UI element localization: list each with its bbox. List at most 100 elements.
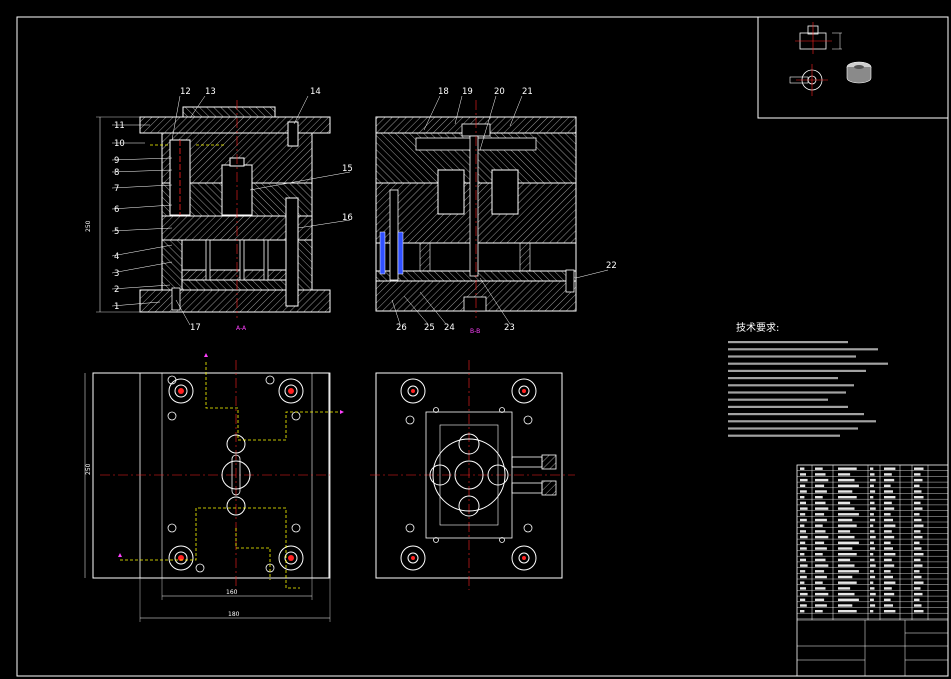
bom-cell-text	[815, 547, 827, 550]
part-label-19: 19	[462, 87, 473, 97]
bom-cell-text	[838, 570, 859, 573]
tech-req-line	[728, 369, 866, 372]
part-label-10: 10	[114, 139, 125, 149]
bom-cell-text	[800, 581, 805, 584]
bom-cell-text	[800, 564, 808, 567]
part-label-26: 26	[396, 323, 407, 333]
bom-cell-text	[800, 535, 808, 539]
bom-cell-text	[884, 575, 893, 579]
bom-cell-text	[838, 553, 857, 556]
part-label-24: 24	[444, 323, 455, 333]
bom-cell-text	[914, 535, 923, 539]
part-label-13: 13	[205, 87, 216, 97]
section-view-a-a	[96, 95, 351, 326]
bom-cell-text	[870, 467, 874, 470]
section-view-b-b	[375, 95, 609, 325]
section-label-a-a: A-A	[236, 325, 247, 332]
bom-cell-text	[914, 558, 921, 562]
bom-cell-text	[914, 581, 924, 584]
bom-cell-text	[800, 587, 806, 590]
bom-cell-text	[838, 575, 853, 579]
bom-cell-text	[815, 564, 829, 567]
tech-req-line	[728, 420, 876, 423]
bom-cell-text	[815, 501, 826, 505]
bom-cell-text	[800, 530, 806, 533]
bom-cell-text	[884, 535, 895, 539]
part-label-3: 3	[114, 269, 119, 279]
tech-req-line	[728, 391, 846, 394]
part-label-15: 15	[342, 164, 353, 174]
bom-cell-text	[884, 598, 891, 601]
bom-cell-text	[884, 570, 891, 573]
bom-cell-text	[815, 518, 827, 522]
bom-cell-text	[800, 490, 807, 493]
part-label-18: 18	[438, 87, 449, 97]
bom-cell-text	[870, 496, 874, 499]
bom-cell-text	[870, 581, 874, 584]
bom-cell-text	[870, 558, 875, 562]
bom-cell-text	[870, 535, 876, 539]
bom-cell-text	[815, 473, 826, 476]
bom-cell-text	[914, 507, 923, 510]
bom-cell-text	[800, 553, 805, 556]
bom-cell-text	[838, 524, 857, 527]
bom-cell-text	[800, 473, 806, 476]
bom-cell-text	[884, 604, 893, 607]
tech-req-line	[728, 398, 828, 401]
bom-cell-text	[870, 564, 876, 567]
part-label-21: 21	[522, 87, 533, 97]
section-label-b-b: B-B	[470, 328, 480, 335]
bom-cell-text	[870, 541, 874, 544]
bom-cell-text	[870, 530, 875, 533]
bom-cell-text	[914, 575, 922, 579]
part-label-16: 16	[342, 213, 353, 223]
bom-cell-text	[870, 610, 874, 613]
bom-cell-text	[800, 598, 806, 601]
bom-cell-text	[914, 518, 922, 522]
part-label-12: 12	[180, 87, 191, 97]
bom-cell-text	[800, 518, 807, 522]
bom-cell-text	[800, 570, 806, 573]
tech-req-line	[728, 362, 888, 365]
bom-cell-text	[914, 530, 921, 533]
bom-cell-text	[914, 570, 920, 573]
bom-cell-text	[914, 473, 921, 476]
bom-cell-text	[914, 501, 921, 505]
bom-cell-text	[815, 558, 826, 562]
part-label-17: 17	[190, 323, 201, 333]
bom-cell-text	[800, 507, 808, 510]
bom-cell-text	[870, 604, 876, 607]
part-label-4: 4	[114, 252, 119, 262]
bom-cell-text	[884, 507, 895, 510]
tech-req-title: 技术要求:	[736, 321, 779, 334]
tech-req-line	[728, 348, 878, 351]
part-preview-box	[757, 16, 949, 119]
bom-cell-text	[800, 524, 805, 527]
bom-cell-text	[838, 541, 859, 544]
bom-cell-text	[815, 610, 823, 613]
tech-req-line	[728, 341, 848, 344]
part-label-22: 22	[606, 261, 617, 271]
part-label-11: 11	[114, 121, 125, 131]
bom-cell-text	[838, 564, 855, 567]
bom-cell-text	[884, 524, 896, 527]
tech-req-line	[728, 355, 856, 358]
bom-cell-text	[914, 467, 924, 470]
bom-cell-text	[838, 484, 859, 487]
bom-cell-text	[884, 513, 891, 516]
bom-cell-text	[800, 558, 806, 562]
bom-cell-text	[838, 478, 855, 482]
bom-cell-text	[870, 592, 876, 596]
bom-cell-text	[870, 473, 875, 476]
bom-cell-text	[914, 587, 921, 590]
part-label-6: 6	[114, 205, 119, 215]
bom-cell-text	[870, 547, 876, 550]
bom-cell-text	[884, 564, 895, 567]
bom-cell-text	[884, 478, 895, 482]
tech-req-line	[728, 413, 864, 416]
bom-cell-text	[884, 501, 892, 505]
bom-cell-text	[914, 484, 920, 487]
bom-cell-text	[838, 592, 855, 596]
bom-cell-text	[870, 478, 876, 482]
bom-cell-text	[815, 535, 829, 539]
